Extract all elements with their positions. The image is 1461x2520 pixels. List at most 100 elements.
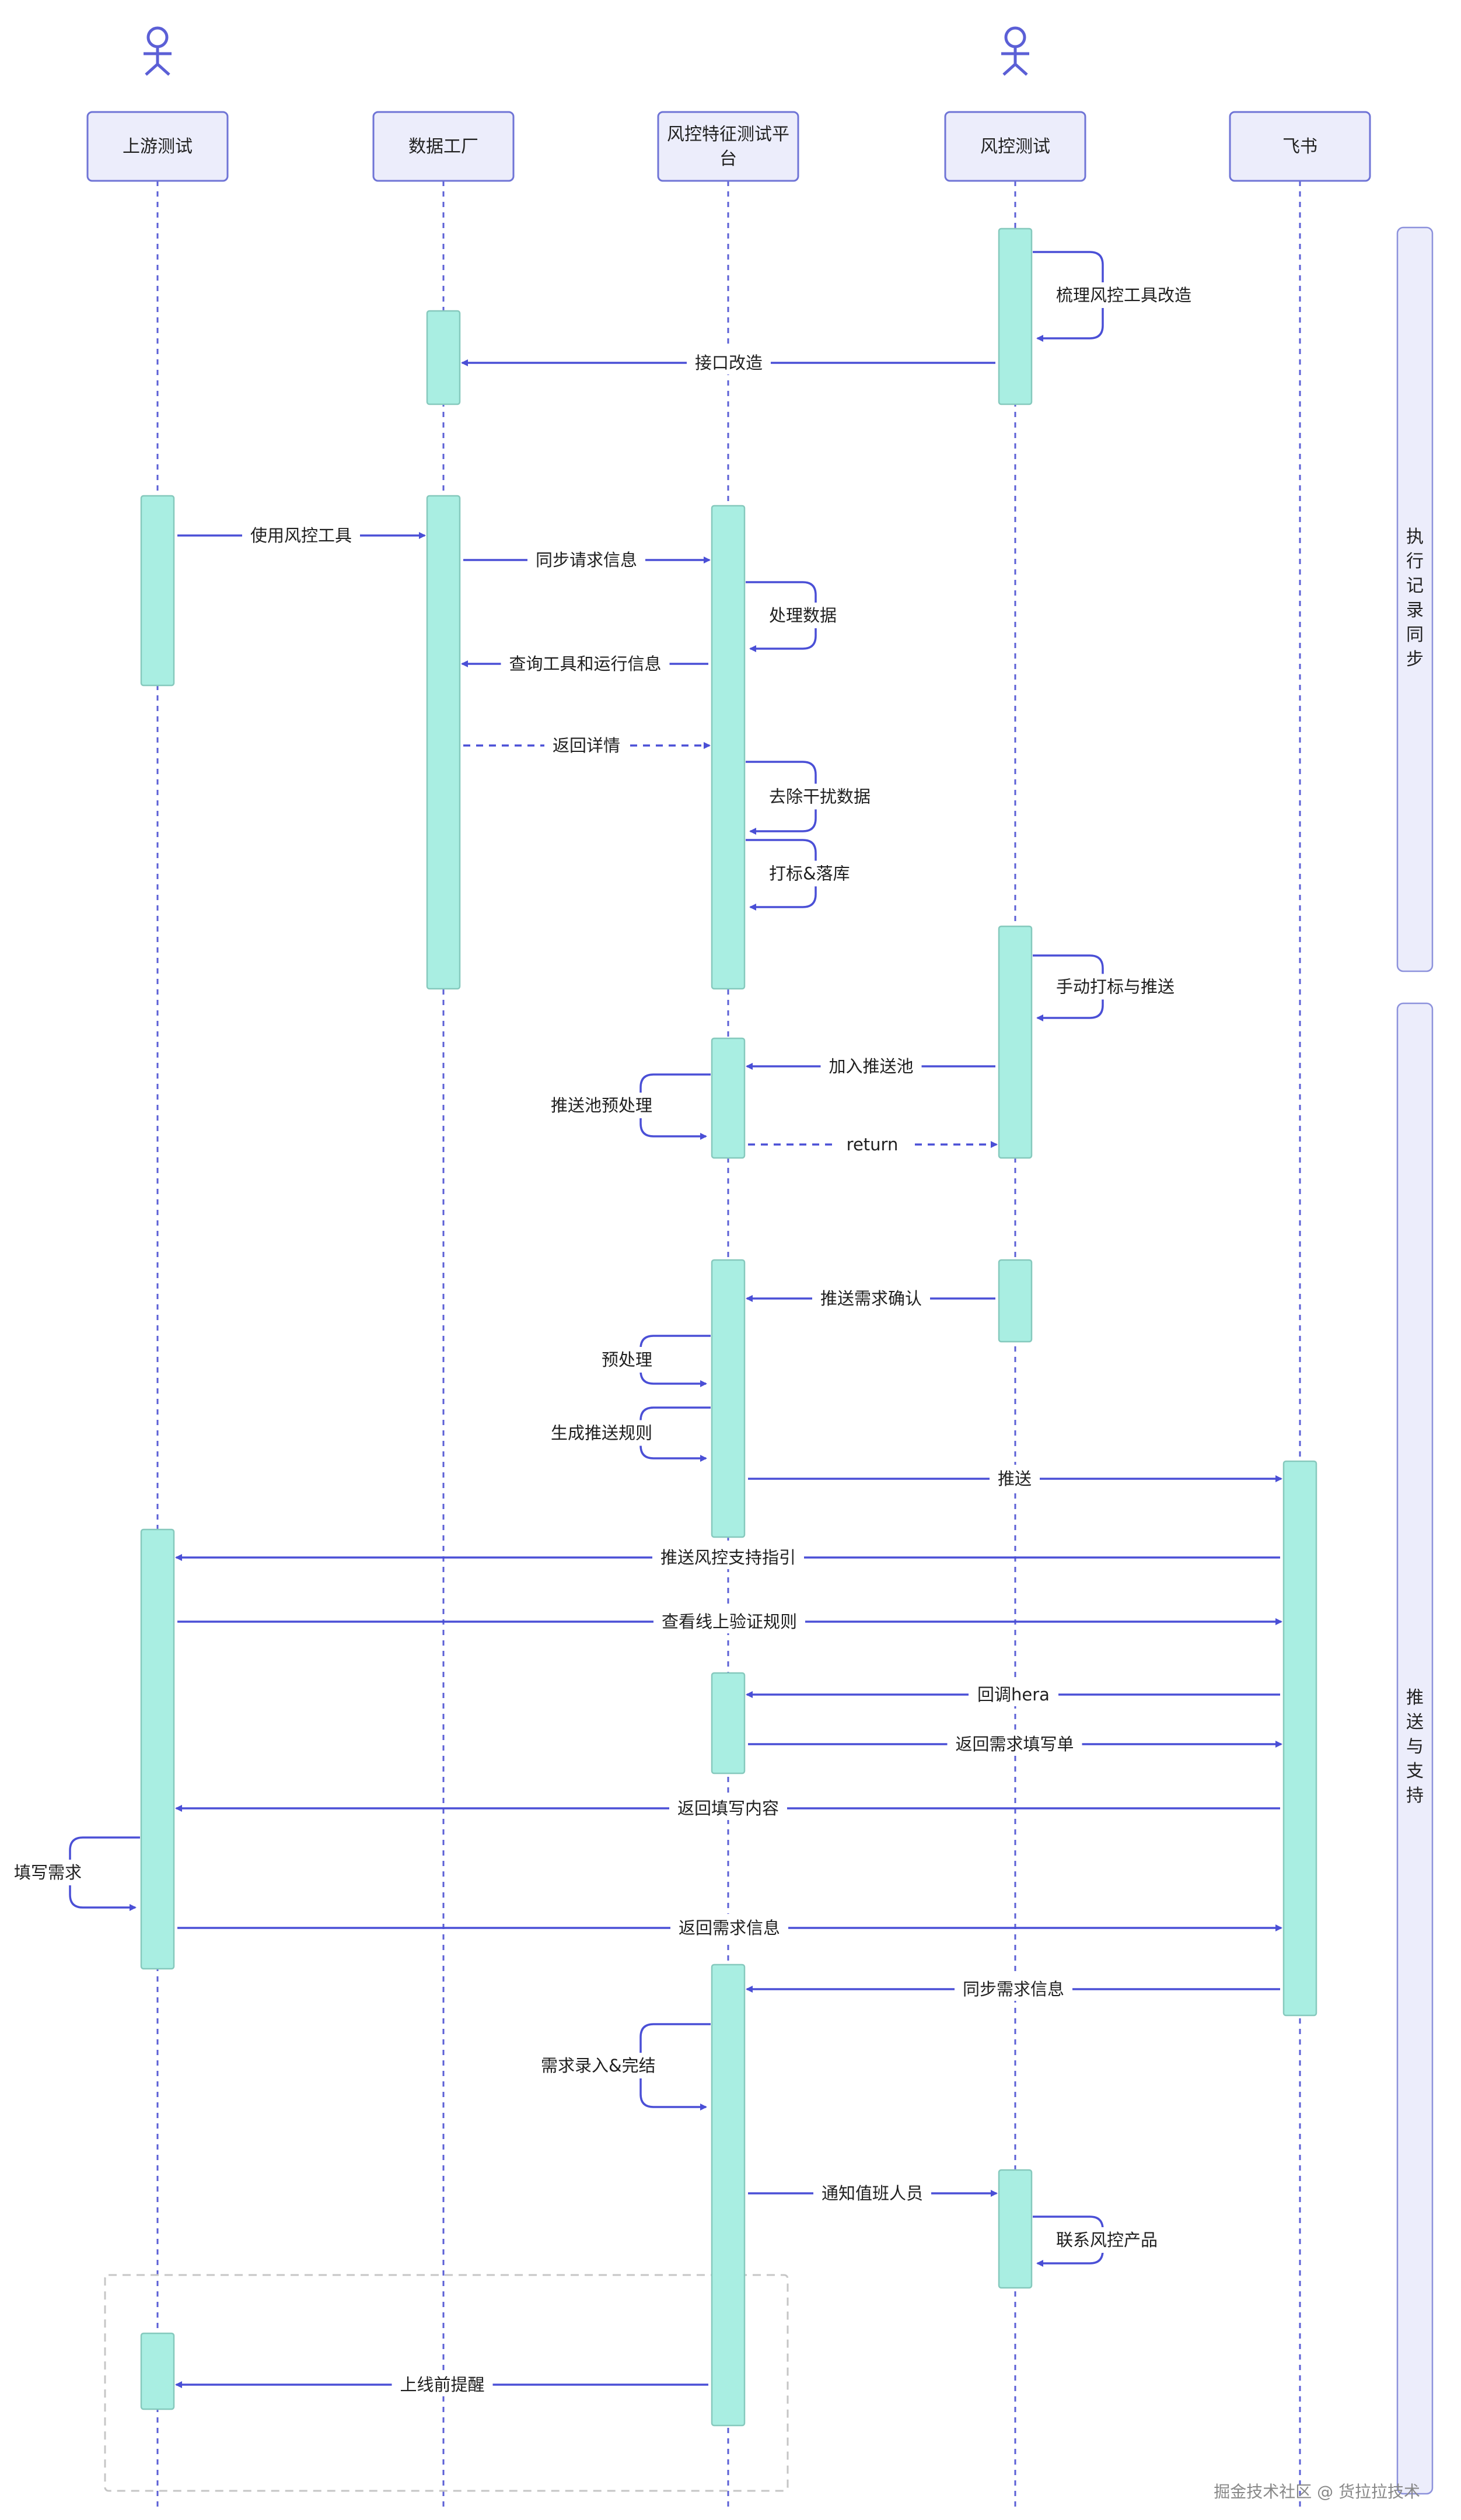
- message-label-bg: [544, 732, 628, 757]
- message: 通知值班人员: [748, 2179, 998, 2205]
- message-label: 上线前提醒: [400, 2375, 484, 2395]
- activation-bar: [711, 1964, 746, 2427]
- message: 查看线上验证规则: [177, 1608, 1282, 1633]
- message-label-bg: [547, 1420, 656, 1446]
- participant-box-feishu: [1229, 111, 1371, 182]
- message-label: 推送需求确认: [820, 1289, 922, 1308]
- activation-bar: [998, 925, 1033, 1159]
- activation-bar: [711, 505, 746, 990]
- message-label: 同步需求信息: [963, 1979, 1064, 1999]
- phase-label-char: 送: [1406, 1712, 1424, 1732]
- message: 返回详情: [463, 732, 711, 757]
- message-label-bg: [653, 1608, 805, 1633]
- message-label: 推送风控支持指引: [660, 1548, 796, 1567]
- message: 打标&落库: [746, 839, 850, 911]
- message-label-bg: [834, 1130, 910, 1156]
- phase-band: [1396, 1002, 1434, 2495]
- message: 查询工具和运行信息: [461, 650, 708, 676]
- activation-bar: [140, 1528, 175, 1970]
- message-label-bg: [537, 2053, 656, 2078]
- message-label: 返回需求填写单: [955, 1734, 1074, 1754]
- phase-label-char: 步: [1406, 649, 1424, 670]
- message: 手动打标与推送: [1033, 954, 1178, 1021]
- message-label: 需求录入&完结: [541, 2056, 656, 2076]
- message-label-bg: [1053, 974, 1178, 1000]
- message-label: 通知值班人员: [822, 2183, 923, 2203]
- message: 梳理风控工具改造: [1033, 251, 1195, 342]
- message-label-bg: [990, 1465, 1040, 1490]
- actor-stick-figure-icon: [1001, 26, 1029, 76]
- message: 生成推送规则: [547, 1406, 711, 1462]
- activation-bar: [140, 2332, 175, 2410]
- activation-bar: [1282, 1460, 1317, 2017]
- participant-label: 风控测试: [980, 136, 1050, 157]
- message-label: 查看线上验证规则: [662, 1612, 797, 1632]
- message-label-bg: [766, 603, 840, 628]
- phase-label-char: 记: [1406, 576, 1424, 596]
- message-label-bg: [501, 650, 670, 676]
- message: 返回填写内容: [175, 1794, 1280, 1820]
- message: 返回需求填写单: [748, 1730, 1282, 1756]
- participant-label: 飞书: [1282, 136, 1317, 157]
- message: 接口改造: [461, 349, 995, 374]
- message-label: 梳理风控工具改造: [1056, 285, 1191, 305]
- message: 同步需求信息: [746, 1975, 1280, 2001]
- message-label-bg: [670, 1914, 788, 1940]
- participant-label: 风控特征测试平: [667, 124, 789, 145]
- message: 推送需求确认: [746, 1284, 995, 1310]
- phase-label-char: 录: [1406, 600, 1424, 621]
- message: 上线前提醒: [175, 2371, 708, 2396]
- message-label: 处理数据: [769, 606, 837, 625]
- watermark-text: 掘金技术社区 @ 货拉拉技术: [1214, 2482, 1420, 2501]
- message-label: 手动打标与推送: [1056, 977, 1175, 997]
- message-label: 返回需求信息: [679, 1918, 780, 1938]
- participant-box-datafactory: [372, 111, 515, 182]
- message-label: 回调hera: [977, 1685, 1050, 1704]
- message-label-bg: [547, 1093, 656, 1118]
- message-label: 查询工具和运行信息: [509, 654, 661, 674]
- message-label: 联系风控产品: [1056, 2230, 1158, 2250]
- message-label-bg: [242, 522, 360, 547]
- message-label-bg: [392, 2371, 493, 2396]
- participant-label: 数据工厂: [408, 136, 478, 157]
- activation-bar: [426, 310, 461, 405]
- message-label-bg: [11, 1860, 85, 1885]
- phase-label-char: 执: [1406, 527, 1424, 547]
- message: 预处理: [598, 1335, 711, 1387]
- message-label-bg: [598, 1347, 656, 1373]
- message-label-bg: [652, 1544, 804, 1569]
- message-label: 加入推送池: [829, 1056, 913, 1076]
- participant-box-risktest: [944, 111, 1086, 182]
- message-label-bg: [766, 860, 850, 887]
- message: 需求录入&完结: [537, 2023, 711, 2110]
- actor-stick-figure-icon: [144, 26, 172, 76]
- activation-bar: [998, 228, 1033, 405]
- message-label-bg: [969, 1681, 1058, 1706]
- phase-label-char: 支: [1406, 1761, 1424, 1782]
- message-label-bg: [1053, 2227, 1161, 2253]
- message-label: 填写需求: [14, 1863, 82, 1882]
- message-label-bg: [1053, 282, 1195, 308]
- message-label: return: [847, 1135, 899, 1154]
- phase-label-char: 持: [1406, 1786, 1424, 1806]
- message-label-bg: [947, 1730, 1082, 1756]
- message-label: 推送池预处理: [551, 1096, 652, 1115]
- message: 返回需求信息: [177, 1914, 1282, 1940]
- message-label: 推送: [998, 1469, 1032, 1489]
- activation-bar: [140, 495, 175, 687]
- optional-group-frame: [104, 2274, 789, 2492]
- message-label-bg: [813, 2179, 931, 2205]
- message: 回调hera: [746, 1681, 1280, 1706]
- message: 推送风控支持指引: [175, 1544, 1280, 1569]
- message-label: 接口改造: [695, 353, 763, 373]
- message-label: 打标&落库: [769, 864, 850, 884]
- phase-band: [1396, 226, 1434, 972]
- activation-bar: [711, 1259, 746, 1538]
- message-label: 生成推送规则: [551, 1423, 652, 1443]
- message: 推送池预处理: [547, 1073, 711, 1140]
- phase-label-char: 推: [1406, 1688, 1424, 1708]
- message-label-bg: [527, 546, 645, 572]
- message: 联系风控产品: [1033, 2216, 1161, 2267]
- activation-bar: [998, 2169, 1033, 2289]
